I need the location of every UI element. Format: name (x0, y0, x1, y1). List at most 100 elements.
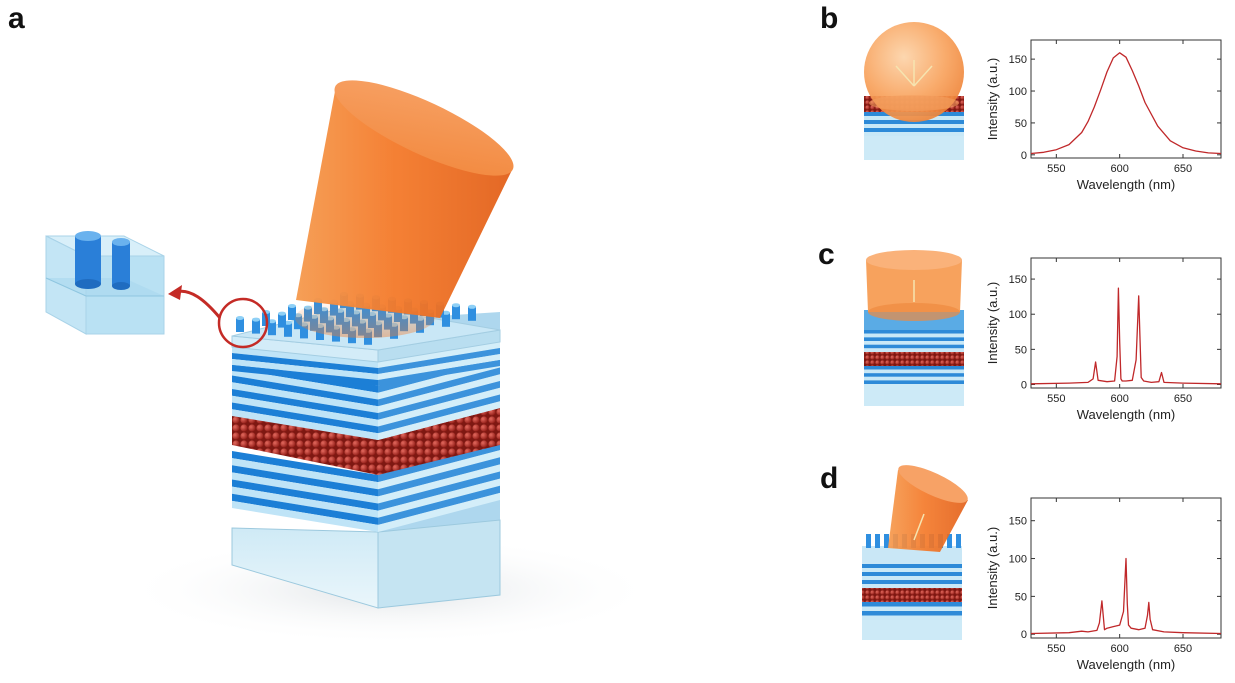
dbr-layer-side (378, 401, 500, 440)
device-c-dbr (864, 330, 964, 384)
y-axis-title: Intensity (a.u.) (985, 282, 1000, 364)
substrate-side (377, 519, 501, 609)
nanopillar-top (236, 316, 244, 320)
dbr-layer-side (378, 450, 500, 490)
dbr-layer (232, 347, 378, 368)
dbr-layer (864, 132, 964, 136)
dbr-layer (862, 572, 962, 576)
y-tick-label: 50 (1015, 344, 1027, 356)
device-b-illustration (864, 22, 964, 160)
x-tick-label: 650 (1174, 393, 1192, 405)
dbr-layer-side (378, 471, 500, 511)
panel-label-a: a (8, 2, 25, 35)
y-axis-title: Intensity (a.u.) (985, 58, 1000, 140)
dbr-layer (864, 380, 964, 384)
dbr-layer (232, 375, 378, 407)
plot-frame (1030, 497, 1222, 639)
nanopillar (875, 534, 880, 548)
nanopillar (300, 324, 308, 339)
quantum-dot-layer (232, 412, 378, 475)
quantum-dot-layer-side (378, 408, 500, 475)
y-tick-label: 150 (1009, 274, 1027, 286)
dbr-layer (232, 368, 378, 400)
dbr-layer (862, 568, 962, 572)
dbr-layer (232, 451, 378, 483)
dbr-layer (232, 479, 378, 511)
dbr-layer (864, 373, 964, 377)
plot-frame (1030, 257, 1222, 389)
spectrum-line (1030, 557, 1222, 635)
y-tick-label: 0 (1021, 150, 1027, 162)
device-3d-illustration (45, 80, 660, 645)
y-tick-label: 50 (1015, 118, 1027, 130)
x-axis-title: Wavelength (nm) (1077, 407, 1176, 422)
y-tick-label: 50 (1015, 591, 1027, 603)
dbr-layer-side (378, 394, 500, 434)
dbr-layer (864, 333, 964, 338)
nanopillar (284, 322, 292, 337)
panel-label-c: c (818, 238, 835, 271)
dbr-layer (864, 348, 964, 352)
nanopillar (884, 534, 889, 548)
dbr-layer (232, 465, 378, 497)
device-d-qd-layer (862, 588, 962, 602)
spectrum-line (1030, 287, 1222, 385)
x-tick-label: 600 (1110, 393, 1128, 405)
dbr-layer (864, 344, 964, 349)
x-axis-title: Wavelength (nm) (1077, 657, 1176, 672)
dbr-layer (232, 359, 378, 380)
y-tick-label: 150 (1009, 54, 1027, 66)
zoom-circle (217, 297, 269, 349)
dbr-layer-side (378, 464, 500, 504)
y-tick-label: 0 (1021, 629, 1027, 641)
dbr-layer (232, 500, 378, 532)
nanopillar (236, 318, 244, 332)
dbr-layer (864, 337, 964, 341)
dbr-layer-side (378, 443, 500, 483)
unit-cell-inset (45, 231, 165, 335)
x-tick-label: 550 (1047, 643, 1065, 655)
dbr-layer-side (378, 381, 500, 420)
dbr-layer (232, 382, 378, 413)
nanopillar (288, 306, 296, 320)
dbr-layer (232, 395, 378, 427)
dbr-layer (864, 369, 964, 374)
dbr-layer-side (378, 478, 500, 518)
dbr-layer (862, 576, 962, 580)
device-c-qd-layer (864, 352, 964, 366)
dbr-layer-side (378, 387, 500, 427)
x-tick-label: 600 (1110, 163, 1128, 175)
device-d-cone (888, 470, 968, 552)
top-dbr (232, 342, 500, 440)
y-tick-label: 100 (1009, 554, 1027, 566)
y-tick-label: 100 (1009, 309, 1027, 321)
zoom-arrow-head (168, 285, 182, 300)
plot-frame (1030, 39, 1222, 159)
panel-label-b: b (820, 2, 839, 35)
x-tick-label: 550 (1047, 163, 1065, 175)
dbr-layer-side (378, 485, 500, 525)
dbr-layer (232, 365, 378, 386)
nanopillar-top (288, 304, 296, 308)
dbr-layer (232, 353, 378, 374)
nanopillar (956, 534, 961, 548)
x-axis-title: Wavelength (nm) (1077, 177, 1176, 192)
dbr-layer (232, 486, 378, 518)
dbr-layer (864, 128, 964, 132)
x-tick-label: 650 (1174, 163, 1192, 175)
dbr-layer (864, 124, 964, 128)
dbr-layer-side (378, 492, 500, 532)
x-tick-label: 600 (1110, 643, 1128, 655)
dbr-layer (862, 564, 962, 568)
dbr-layer-side (378, 342, 500, 368)
dbr-layer (232, 402, 378, 434)
dbr-layer (862, 602, 962, 607)
dbr-layer (864, 366, 964, 370)
nanopillar (442, 312, 450, 327)
x-tick-label: 550 (1047, 393, 1065, 405)
dbr-layer (232, 458, 378, 490)
emission-cone (295, 80, 514, 338)
